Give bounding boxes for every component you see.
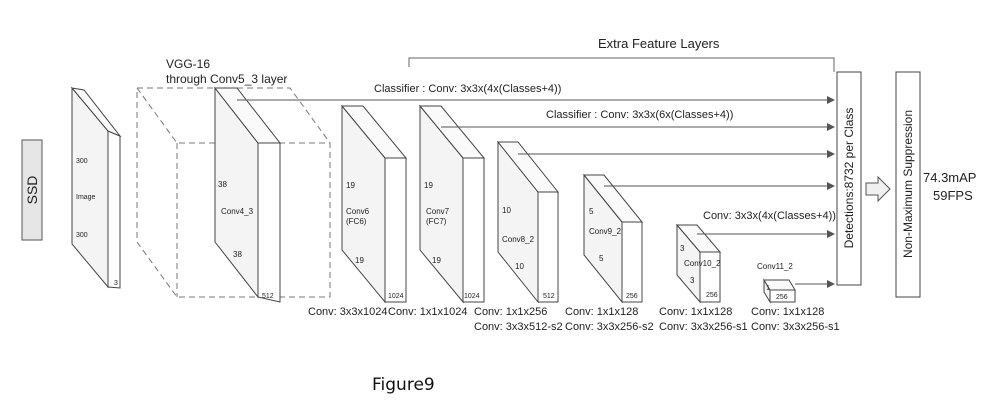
label-conv7: Conv: 1x1x1024 — [388, 306, 468, 318]
conv9-block: 5 Conv9_2 5 256 — [582, 173, 644, 304]
conv8-depth: 512 — [543, 293, 555, 300]
image-depth: 3 — [114, 280, 118, 287]
label-conv8-a: Conv: 1x1x256 — [474, 306, 547, 318]
fps-result: 59FPS — [933, 188, 973, 203]
connection-arrows: Classifier : Conv: 3x3x(4x(Classes+4)) C… — [237, 83, 836, 288]
vgg-title-2: through Conv5_3 layer — [166, 72, 287, 86]
conv10-height: 3 — [680, 244, 685, 253]
conv11-depth: 256 — [776, 294, 788, 301]
conv7-block: 19 Conv7 (FC7) 19 1024 — [418, 104, 486, 304]
conv7-depth: 1024 — [464, 293, 480, 300]
conv9-height: 5 — [589, 207, 594, 216]
conv10-width: 3 — [690, 276, 695, 285]
conv8-width: 10 — [515, 262, 524, 271]
bottom-labels: Conv: 3x3x1024 Conv: 1x1x1024 Conv: 1x1x… — [308, 306, 840, 333]
conv9-name: Conv9_2 — [589, 227, 622, 236]
conv6-width: 19 — [355, 256, 364, 265]
label-conv8-b: Conv: 3x3x512-s2 — [474, 321, 563, 333]
conv6-name-1: Conv6 — [346, 207, 370, 216]
image-width: 300 — [76, 232, 88, 239]
conv4-depth: 512 — [262, 293, 274, 300]
label-conv10-a: Conv: 1x1x128 — [659, 306, 732, 318]
extra-layers-bracket: Extra Feature Layers — [408, 36, 835, 72]
conv6-height: 19 — [346, 181, 355, 190]
conv7-name-1: Conv7 — [426, 207, 450, 216]
classifier-label-3: Conv: 3x3x(4x(Classes+4)) — [703, 210, 836, 222]
conv11-name: Conv11_2 — [757, 262, 793, 271]
label-conv11-b: Conv: 3x3x256-s1 — [751, 321, 840, 333]
conv4-width: 38 — [233, 250, 242, 259]
conv7-width: 19 — [432, 256, 441, 265]
image-block: 300 Image 300 3 — [70, 86, 122, 289]
nms-box: Non-Maximum Suppression — [895, 71, 921, 298]
label-conv9-b: Conv: 3x3x256-s2 — [565, 321, 654, 333]
vgg-title-1: VGG-16 — [166, 57, 210, 71]
nms-label: Non-Maximum Suppression — [901, 110, 915, 258]
conv7-name-2: (FC7) — [426, 217, 447, 226]
label-conv11-a: Conv: 1x1x128 — [751, 306, 824, 318]
conv10-name: Conv10_2 — [684, 259, 721, 268]
figure-caption: Figure9 — [372, 375, 435, 395]
map-result: 74.3mAP — [923, 170, 976, 185]
conv10-depth: 256 — [706, 292, 718, 299]
classifier-label-1: Classifier : Conv: 3x3x(4x(Classes+4)) — [374, 83, 561, 95]
conv4-height: 38 — [218, 180, 227, 189]
conv7-height: 19 — [424, 181, 433, 190]
ssd-label: SSD — [24, 176, 40, 205]
conv11-block: Conv11_2 1 256 — [757, 262, 796, 304]
conv8-block: 10 Conv8_2 10 512 — [496, 140, 560, 304]
detections-label: Detections:8732 per Class — [842, 108, 856, 249]
ssd-box: SSD — [21, 139, 43, 241]
label-conv6: Conv: 3x3x1024 — [308, 306, 388, 318]
detections-box: Detections:8732 per Class — [836, 71, 862, 286]
label-conv9-a: Conv: 1x1x128 — [565, 306, 638, 318]
conv4-block: 38 Conv4_3 38 512 — [213, 86, 282, 303]
conv6-depth: 1024 — [388, 293, 404, 300]
conv6-name-2: (FC6) — [346, 217, 367, 226]
conv11-height: 1 — [766, 285, 770, 292]
image-name: Image — [76, 194, 96, 201]
conv6-block: 19 Conv6 (FC6) 19 1024 — [340, 104, 408, 304]
conv8-height: 10 — [502, 206, 511, 215]
extra-layers-title: Extra Feature Layers — [598, 36, 720, 51]
conv8-name: Conv8_2 — [502, 235, 535, 244]
image-height: 300 — [76, 158, 88, 165]
classifier-label-2: Classifier : Conv: 3x3x(6x(Classes+4)) — [546, 109, 733, 121]
nms-arrow — [865, 175, 891, 203]
conv4-name: Conv4_3 — [221, 207, 254, 216]
label-conv10-b: Conv: 3x3x256-s1 — [659, 321, 748, 333]
conv9-width: 5 — [599, 254, 604, 263]
conv10-block: 3 Conv10_2 3 256 — [675, 223, 722, 304]
conv9-depth: 256 — [626, 293, 638, 300]
